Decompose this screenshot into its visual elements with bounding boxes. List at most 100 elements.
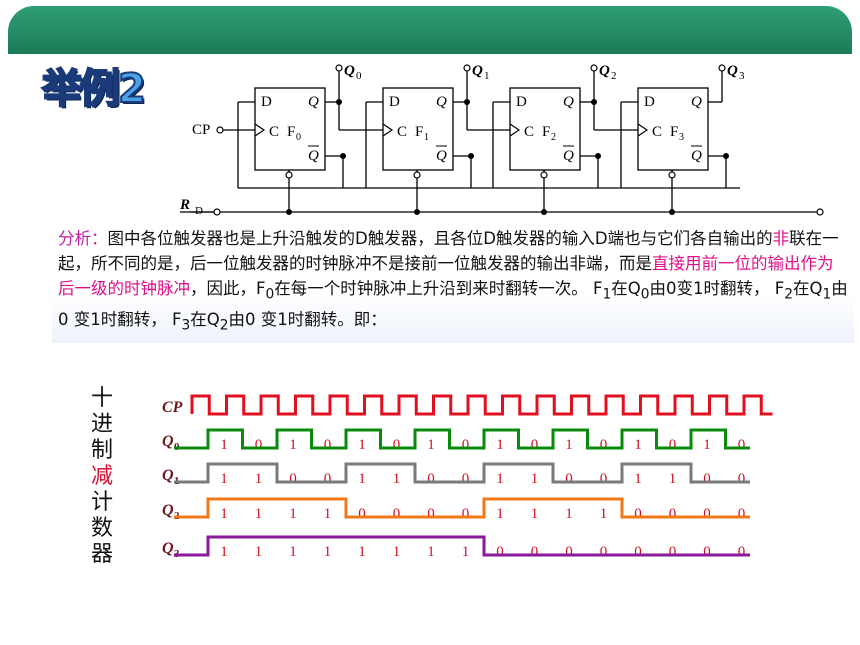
ff-reset-bubble [540,171,548,179]
signal-waveform [174,535,750,557]
signal-waveform [190,394,773,416]
analysis-h1: 非 [772,229,790,248]
output-sub: 1 [484,70,490,82]
bit-label: 0 [600,437,608,453]
output-terminal [590,64,598,72]
analysis-t2: 联在一起，所不同的是，后一位触发器的时钟脉冲不是接前一位触发器的输出非端，而是 [58,229,839,273]
ff-reset-bubble [285,171,293,179]
bit-label: 0 [289,471,297,487]
analysis-s9: 2 [219,317,229,334]
output-terminal [463,64,471,72]
bit-label: 1 [220,544,228,560]
analysis-t5: 在Q [611,279,641,298]
ff-q-label: Q [563,94,574,110]
analysis-t8: 由0 变1时翻转， F [58,279,848,330]
signal-label: Q [162,502,174,519]
output-sub: 0 [356,70,362,82]
ff-d-label: D [389,94,400,110]
bit-label: 0 [393,437,401,453]
ff-name-label: F [542,124,550,140]
analysis-t10: 由0 变1时翻转。即： [228,310,387,330]
output-terminal [718,64,726,72]
analysis-text: 分析：图中各位触发器也是上升沿触发的D触发器，且各位D触发器的输入D端也与它们各… [52,222,854,343]
bit-label: 0 [496,544,504,560]
bit-label: 1 [393,544,401,560]
bit-label: 1 [427,437,435,453]
analysis-h2: 直接用前一位的输出作为后一级的时钟脉冲 [58,254,834,298]
bit-label: 0 [324,471,332,487]
bit-label: 0 [703,544,711,560]
bit-label: 1 [462,544,470,560]
bit-label: 0 [462,506,470,522]
bit-label: 1 [600,506,608,522]
junction-dot [286,209,292,215]
bit-label: 1 [255,506,263,522]
bit-label: 0 [669,437,677,453]
bit-label: 0 [738,506,746,522]
bit-label: 0 [255,437,263,453]
side-title-char: 制 [90,438,113,463]
ff-clock-triangle [637,123,649,137]
side-title-char: 减 [90,464,113,489]
bit-label: 0 [393,506,401,522]
flipflop-box [509,87,581,171]
output-label: Q [344,63,355,79]
ff-c-label: C [652,124,662,140]
bit-label: 0 [565,471,573,487]
flipflop-box [382,87,454,171]
junction-dot [336,99,342,105]
bit-label: 0 [358,506,366,522]
analysis-t7: 在Q [792,279,823,298]
example-badge: 举例2 [41,65,147,113]
bit-label: 0 [324,437,332,453]
bit-label: 1 [634,471,642,487]
side-title-char: 器 [90,542,113,567]
bit-label: 0 [462,471,470,487]
ff-clock-triangle [254,123,266,137]
bit-label: 1 [496,471,504,487]
bit-label: 0 [462,437,470,453]
analysis-t1: 图中各位触发器也是上升沿触发的D触发器，且各位D触发器的输入D端也与它们各自输出… [107,229,773,248]
bit-label: 1 [496,506,504,522]
bit-label: 1 [220,471,228,487]
bit-label: 1 [358,471,366,487]
ff-qbar-label: Q [691,148,702,164]
ff-qbar-label: Q [436,148,447,164]
analysis-s8: 3 [181,317,191,334]
side-title-char: 进 [90,412,113,437]
analysis-t9: 在Q [190,310,220,330]
ff-c-label: C [524,124,534,140]
bit-label: 1 [358,437,366,453]
analysis-s6: 2 [784,286,793,303]
bit-label: 1 [289,437,297,453]
bit-label: 1 [427,544,435,560]
ff-q-label: Q [308,94,319,110]
ff-c-label: C [269,124,279,140]
output-label: Q [472,63,483,79]
reset-input-terminal [213,208,221,216]
ff-reset-bubble [668,171,676,179]
bit-label: 1 [255,544,263,560]
ff-name-sub: 0 [296,132,301,143]
bit-label: 1 [531,471,539,487]
output-sub: 3 [739,70,745,82]
analysis-s5: 0 [640,286,650,303]
bit-label: 1 [255,471,263,487]
ff-qbar-label: Q [308,148,319,164]
junction-dot [414,209,420,215]
reset-label: R [179,197,190,213]
side-title-char: 计 [90,490,113,515]
analysis-lead: 分析： [58,229,108,248]
signal-waveform [174,497,750,519]
bit-label: 1 [703,437,711,453]
bit-label: 0 [669,544,677,560]
junction-dot [464,99,470,105]
ff-reset-bubble [413,171,421,179]
analysis-s3: 0 [265,286,275,303]
ff-q-label: Q [691,94,702,110]
ff-name-label: F [670,124,678,140]
output-sub: 2 [611,70,617,82]
bit-label: 0 [738,471,746,487]
ff-q-label: Q [436,94,447,110]
bit-label: 1 [393,471,401,487]
